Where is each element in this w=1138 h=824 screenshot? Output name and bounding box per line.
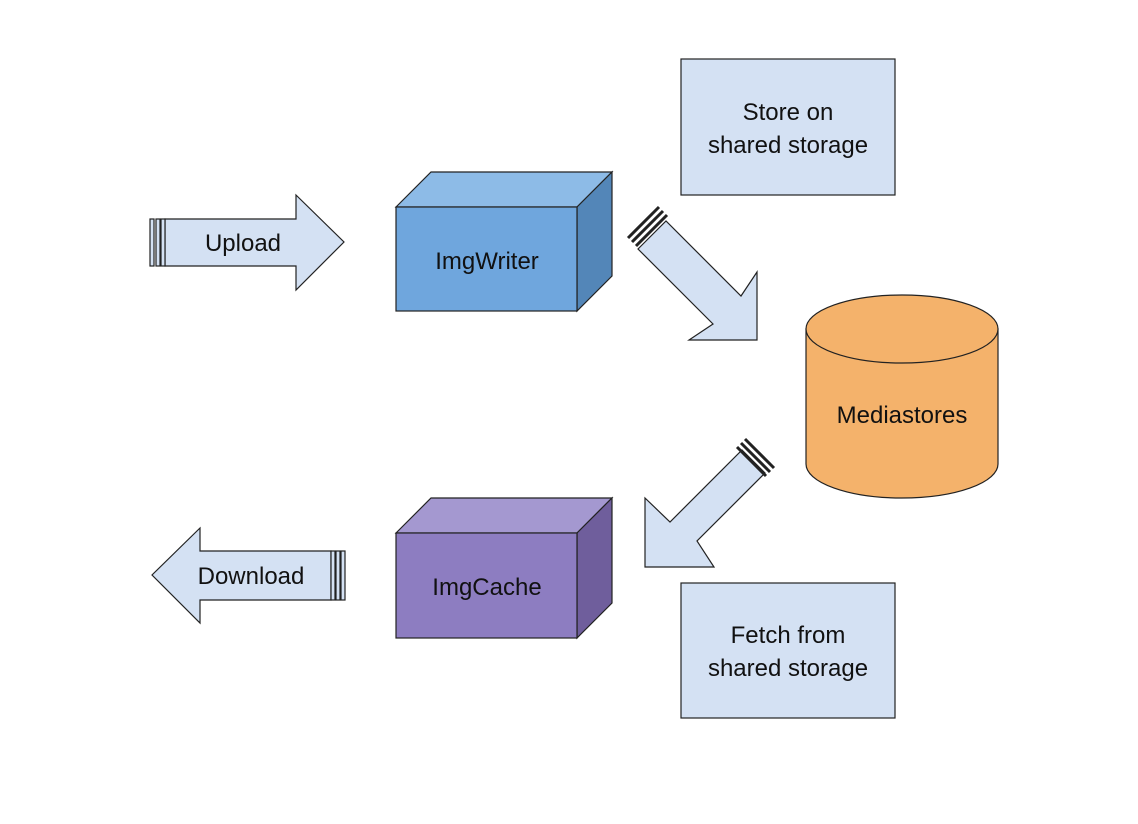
fetch-arrow-stripe — [735, 445, 768, 478]
upload-arrow-body — [164, 193, 345, 292]
download-arrow: Download — [151, 526, 346, 625]
fetch-arrow-stripe — [739, 441, 772, 474]
store-note-line-1: Store on — [743, 99, 834, 126]
write-arrow — [626, 205, 758, 341]
write-arrow-body — [637, 220, 758, 341]
download-arrow-stripe — [340, 550, 346, 601]
fetch-arrow-body — [644, 449, 766, 568]
download-arrow-stripe — [335, 550, 341, 601]
fetch-arrow-stripe — [743, 437, 776, 470]
store-note-line-2: shared storage — [708, 132, 868, 159]
mediastores-node: Mediastores — [805, 294, 999, 499]
mediastores-body — [805, 328, 999, 499]
imgcache-front-face — [395, 532, 578, 639]
upload-arrow-stripe — [149, 218, 155, 267]
upload-arrow: Upload — [149, 193, 345, 292]
upload-label: Upload — [205, 230, 281, 257]
fetch-note-line-1: Fetch from — [731, 622, 846, 649]
fetch-note: Fetch from shared storage — [680, 582, 896, 719]
imgwriter-top-face — [394, 171, 614, 208]
download-label: Download — [198, 563, 305, 590]
fetch-note-line-2: shared storage — [708, 655, 868, 682]
imgwriter-label: ImgWriter — [435, 248, 539, 275]
imgcache-label: ImgCache — [432, 574, 541, 601]
write-arrow-stripe — [634, 213, 669, 248]
download-arrow-body — [151, 526, 332, 625]
upload-arrow-stripe — [155, 218, 161, 267]
imgcache-node: ImgCache — [394, 496, 614, 640]
write-arrow-stripe — [626, 205, 661, 240]
mediastores-top — [805, 294, 999, 364]
imgwriter-node: ImgWriter — [394, 170, 614, 313]
store-note: Store on shared storage — [680, 58, 896, 196]
imgwriter-front-face — [395, 206, 578, 312]
write-arrow-stripe — [630, 209, 665, 244]
fetch-note-box — [680, 582, 896, 719]
download-arrow-stripe — [330, 550, 336, 601]
imgcache-top-face — [394, 497, 614, 534]
fetch-arrow — [644, 437, 776, 568]
mediastores-label: Mediastores — [837, 402, 968, 429]
upload-arrow-stripe — [160, 218, 166, 267]
store-note-box — [680, 58, 896, 196]
